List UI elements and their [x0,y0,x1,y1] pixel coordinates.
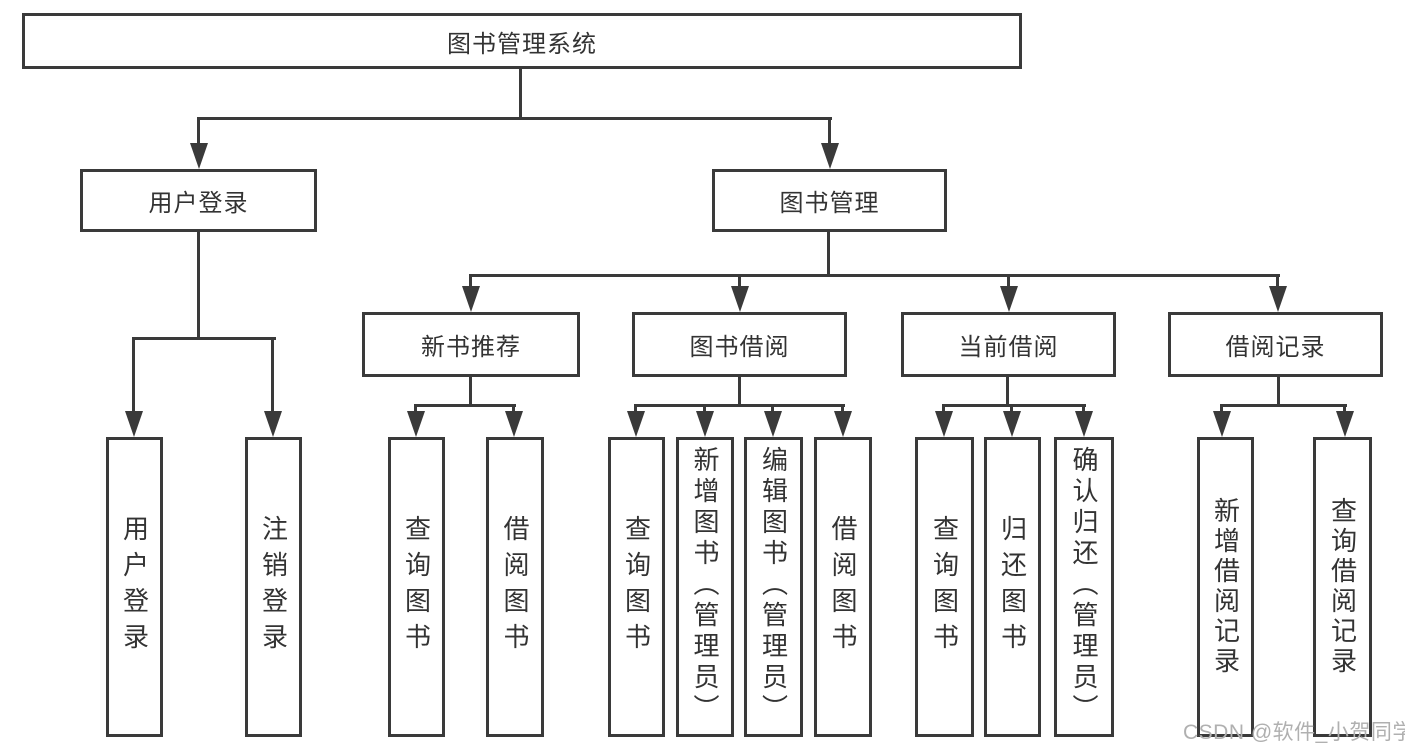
connector-arrow [1007,274,1010,286]
leaf-query-books-3: 查询图书 [915,437,974,737]
node-root-label: 图书管理系统 [447,30,597,58]
connector-arrow [634,404,637,411]
connector-arrow [738,274,741,286]
connector-arrow [771,404,774,411]
connector-line [414,404,516,407]
connector-line [469,274,1280,277]
leaf-user-login: 用户登录 [106,437,163,737]
connector-arrow [828,117,831,143]
leaf-return-book-label: 归还图书 [997,515,1028,659]
leaf-query-books-2-label: 查询图书 [621,515,652,659]
leaf-add-borrow-record: 新增借阅记录 [1197,437,1254,737]
node-current-borrowing-label: 当前借阅 [958,334,1059,361]
leaf-query-books-1: 查询图书 [388,437,445,737]
node-user-login: 用户登录 [80,169,317,232]
connector-arrow [1082,404,1085,411]
connector-line [1277,377,1280,406]
leaf-add-book-admin-label: 新增图书（管理员） [690,446,720,725]
connector-line [634,404,845,407]
node-borrowing-records: 借阅记录 [1168,312,1383,377]
leaf-user-login-label: 用户登录 [119,515,150,659]
leaf-query-books-3-label: 查询图书 [929,515,960,659]
leaf-confirm-return-admin: 确认归还（管理员） [1054,437,1114,737]
node-new-book-recommend: 新书推荐 [362,312,580,377]
connector-arrow [1343,404,1346,411]
connector-line [738,377,741,406]
connector-line [827,232,830,276]
leaf-query-books-1-label: 查询图书 [401,515,432,659]
leaf-confirm-return-admin-label: 确认归还（管理员） [1069,446,1099,725]
connector-line [1220,404,1347,407]
connector-arrow [271,337,274,411]
node-borrowing-records-label: 借阅记录 [1225,334,1326,361]
csdn-watermark: CSDN @软件_小贺同学 [1183,721,1405,744]
connector-arrow [841,404,844,411]
leaf-add-book-admin: 新增图书（管理员） [676,437,734,737]
connector-arrow [1220,404,1223,411]
node-new-book-recommend-label: 新书推荐 [421,334,521,361]
connector-arrow [1010,404,1013,411]
connector-arrow [197,117,200,143]
connector-arrow [1276,274,1279,286]
leaf-borrow-books-2: 借阅图书 [814,437,872,737]
leaf-edit-book-admin-label: 编辑图书（管理员） [758,446,789,725]
leaf-borrow-books-2-label: 借阅图书 [828,515,858,659]
connector-arrow [703,404,706,411]
node-current-borrowing: 当前借阅 [901,312,1116,377]
connector-line [197,117,832,120]
connector-arrow [512,404,515,411]
connector-line [942,404,1086,407]
connector-arrow [942,404,945,411]
node-book-borrowing: 图书借阅 [632,312,847,377]
node-book-management: 图书管理 [712,169,947,232]
node-root: 图书管理系统 [22,13,1022,69]
connector-arrow [414,404,417,411]
connector-line [197,232,200,339]
connector-line [132,337,276,340]
leaf-logout: 注销登录 [245,437,302,737]
leaf-query-borrow-record-label: 查询借阅记录 [1327,497,1358,677]
leaf-logout-label: 注销登录 [258,515,289,659]
node-book-borrowing-label: 图书借阅 [689,334,790,361]
leaf-query-borrow-record: 查询借阅记录 [1313,437,1372,737]
leaf-add-borrow-record-label: 新增借阅记录 [1210,497,1241,677]
leaf-query-books-2: 查询图书 [608,437,665,737]
node-book-management-label: 图书管理 [779,190,880,217]
node-user-login-label: 用户登录 [148,190,249,217]
connector-line [469,377,472,406]
leaf-borrow-books-1-label: 借阅图书 [500,515,530,659]
connector-line [519,69,522,119]
leaf-edit-book-admin: 编辑图书（管理员） [744,437,803,737]
connector-arrow [469,274,472,286]
leaf-borrow-books-1: 借阅图书 [486,437,544,737]
connector-line [1006,377,1009,406]
connector-arrow [132,337,135,411]
leaf-return-book: 归还图书 [984,437,1041,737]
